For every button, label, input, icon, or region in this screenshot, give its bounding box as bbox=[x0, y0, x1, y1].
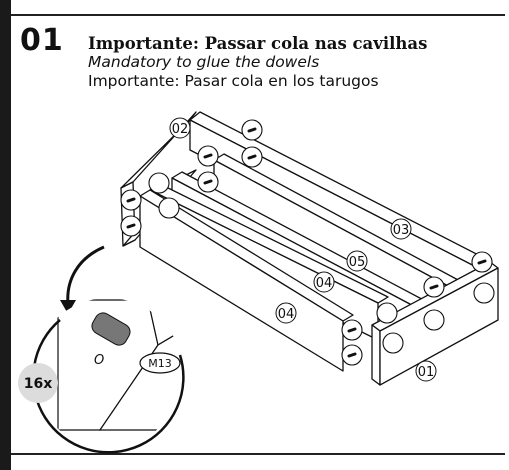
hole-mark: O bbox=[94, 353, 104, 368]
quantity-badge bbox=[18, 363, 58, 403]
dowel-code-badge bbox=[139, 352, 181, 374]
dowel-callout bbox=[148, 172, 170, 194]
dowel-icon bbox=[203, 153, 213, 159]
instruction-spanish: Importante: Pasar cola en los tarugos bbox=[88, 72, 379, 90]
dowel-icon bbox=[126, 197, 136, 203]
part-label-03-ring bbox=[390, 218, 412, 240]
part-label-04-front: 04 bbox=[278, 307, 295, 322]
hole bbox=[423, 309, 445, 331]
dowel-icon bbox=[347, 327, 357, 333]
dowel-icon bbox=[247, 127, 257, 133]
dowel-icon bbox=[126, 223, 136, 229]
hole bbox=[382, 332, 404, 354]
dowel-icon bbox=[429, 284, 439, 290]
dowel-icon bbox=[347, 352, 357, 358]
part-label-01: 01 bbox=[418, 365, 435, 380]
page-edge-bar bbox=[0, 0, 11, 470]
arrow-head-icon bbox=[60, 300, 76, 314]
part-label-04-inner: 04 bbox=[316, 276, 333, 291]
detail-circle-outline bbox=[32, 319, 185, 454]
step-frame bbox=[11, 14, 505, 455]
part-label-02-ring bbox=[169, 117, 191, 139]
detail-pointer-arrow bbox=[66, 245, 105, 305]
part-label-05-ring bbox=[346, 250, 368, 272]
instruction-portuguese: Importante: Passar cola nas cavilhas bbox=[88, 34, 428, 53]
dowel-icon bbox=[203, 179, 213, 185]
panel-01-end-edge bbox=[371, 324, 381, 386]
part-label-04-front-ring bbox=[275, 302, 297, 324]
part-label-04-inner-ring bbox=[313, 271, 335, 293]
dowel-callout bbox=[376, 302, 398, 324]
hole bbox=[473, 282, 495, 304]
dowel-icon bbox=[477, 259, 487, 265]
dowel-code: M13 bbox=[148, 357, 172, 370]
instruction-english: Mandatory to glue the dowels bbox=[88, 53, 320, 71]
dowel-icon bbox=[247, 154, 257, 160]
part-label-05: 05 bbox=[349, 255, 366, 270]
dowel-callout bbox=[158, 197, 180, 219]
part-label-03: 03 bbox=[393, 223, 410, 238]
quantity-label: 16x bbox=[24, 376, 53, 392]
part-label-01-ring bbox=[415, 360, 437, 382]
part-label-02: 02 bbox=[172, 122, 189, 137]
step-number: 01 bbox=[20, 23, 64, 58]
